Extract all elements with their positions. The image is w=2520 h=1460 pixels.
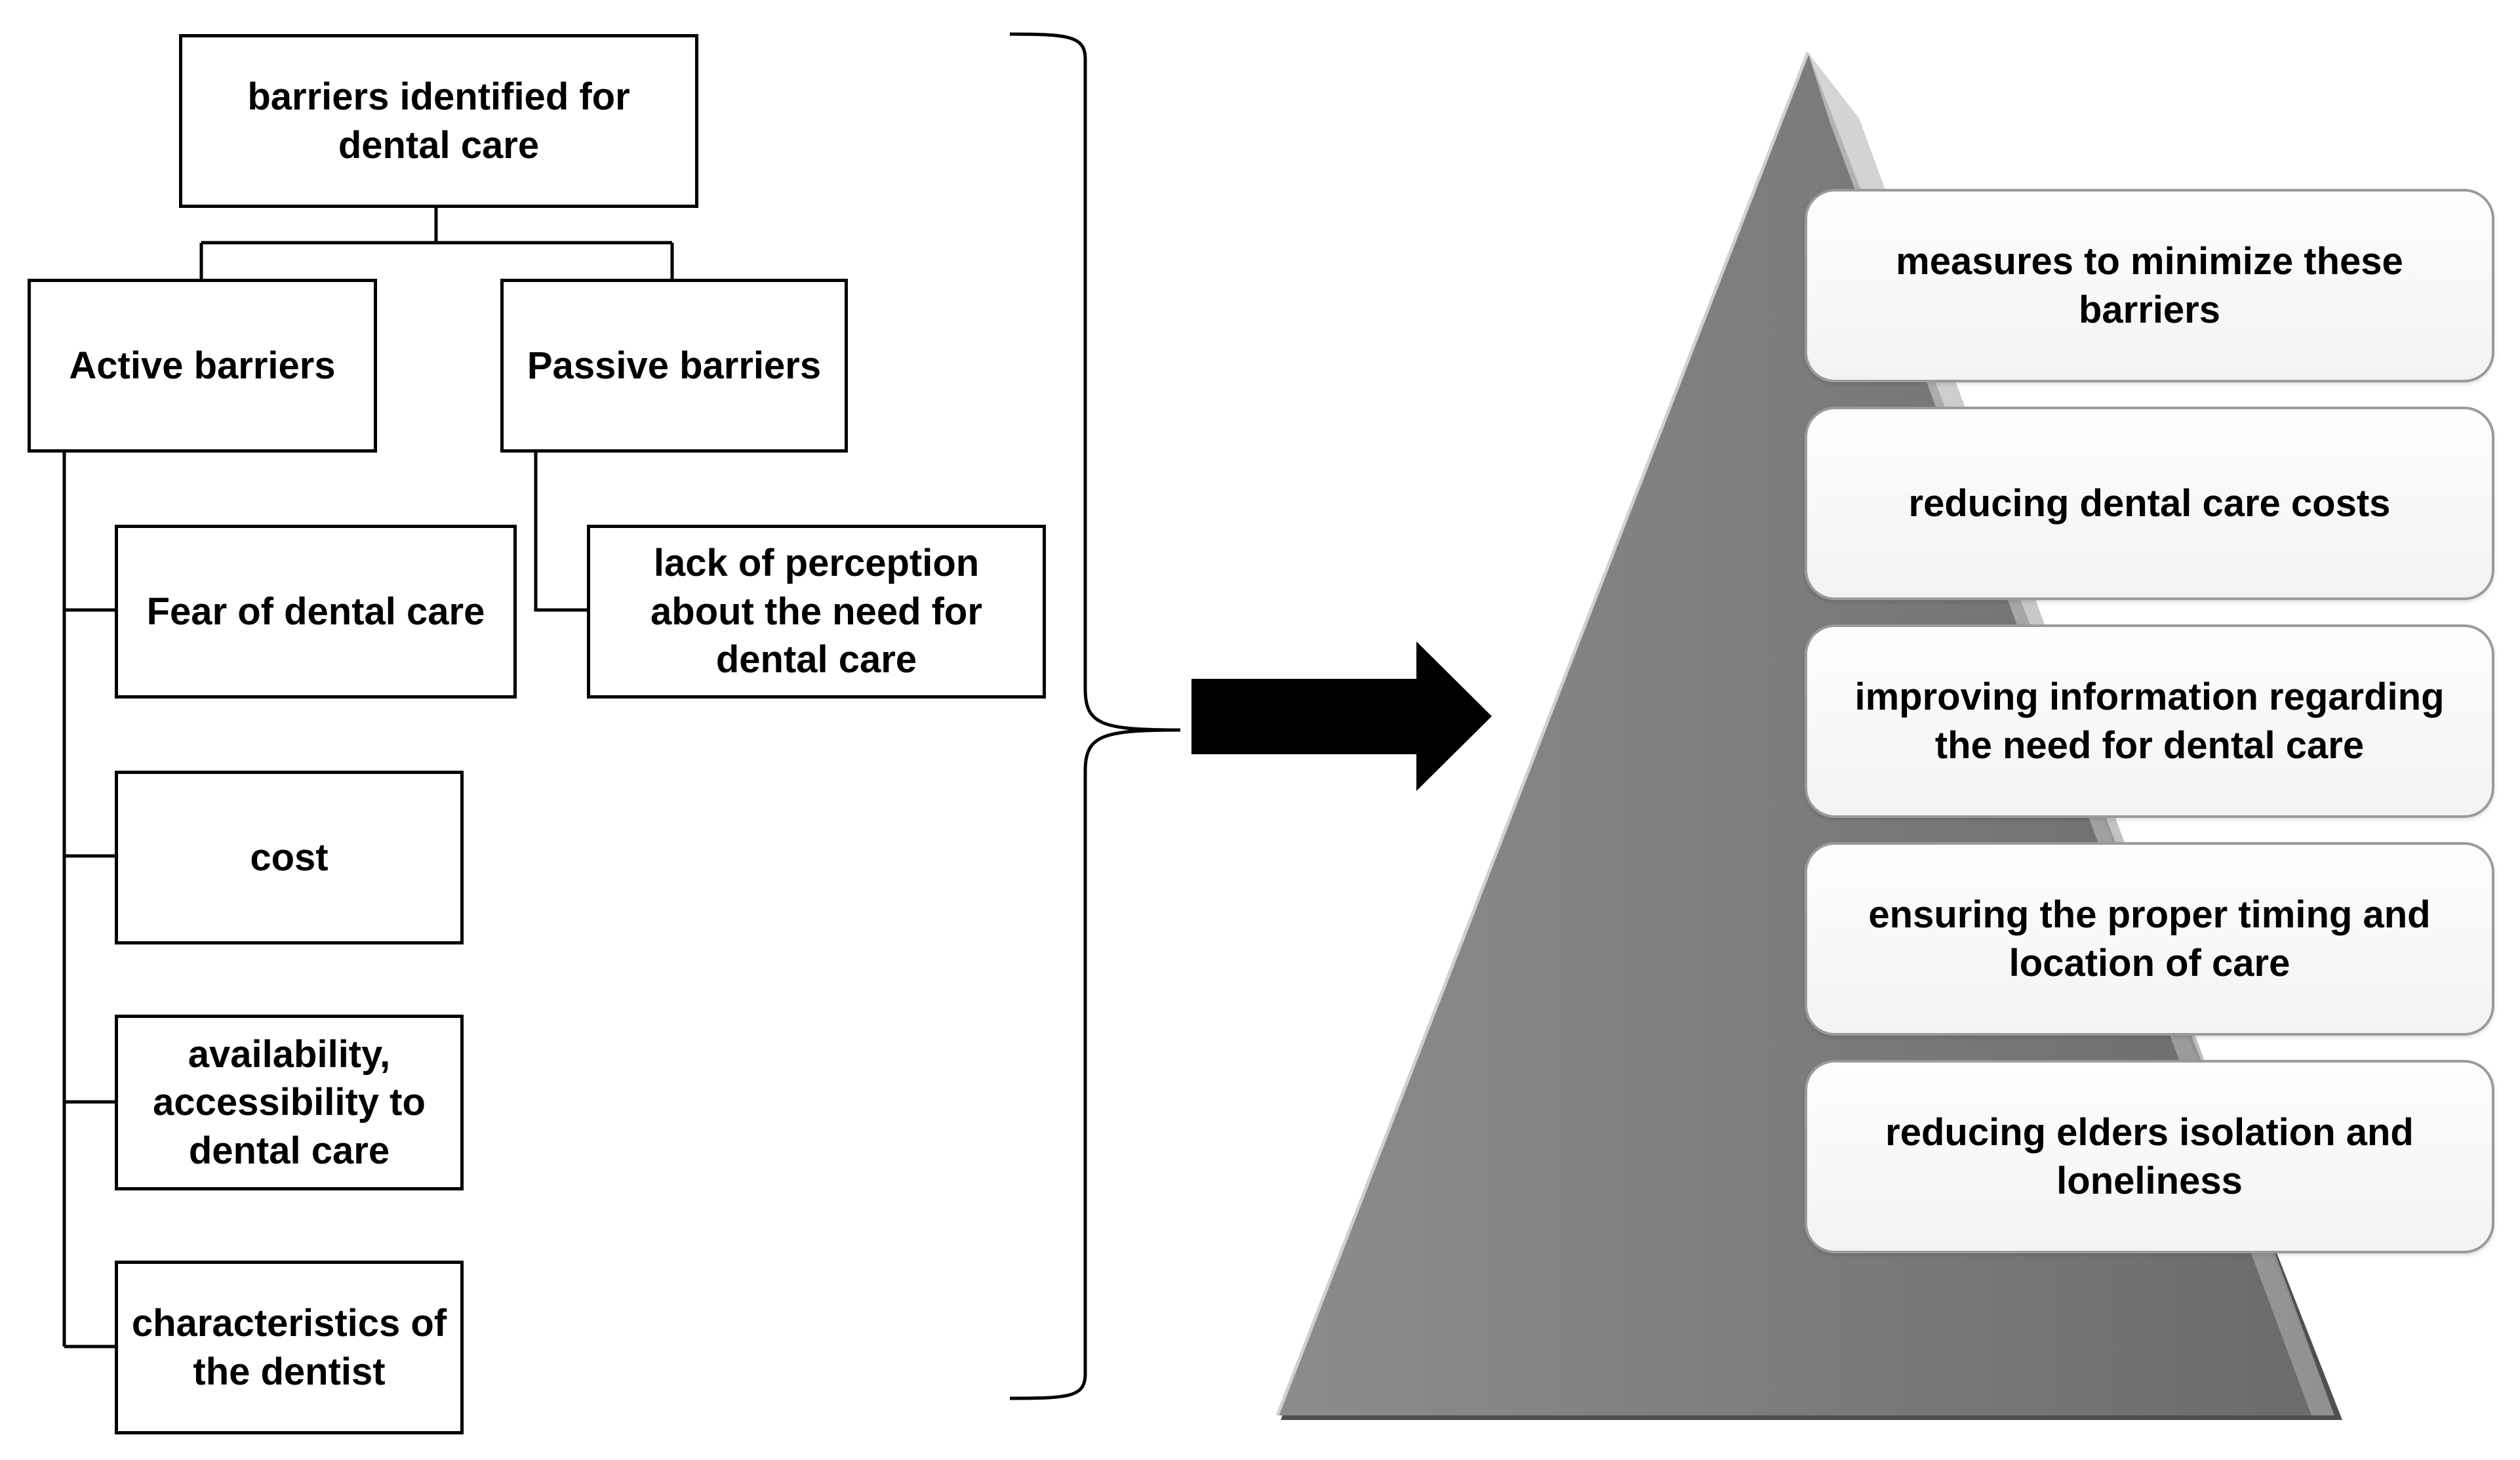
arrow-right-icon	[1191, 641, 1492, 791]
active-barrier-dentist: characteristics of the dentist	[115, 1261, 464, 1434]
pyramid-step-information: improving information regarding the need…	[1805, 624, 2494, 818]
pyramid-step-measures: measures to minimize these barriers	[1805, 189, 2494, 382]
root-node: barriers identified for dental care	[179, 34, 698, 208]
tree-connectors	[62, 208, 674, 1348]
pyramid-left-edge	[1275, 52, 1810, 1416]
root-connector	[199, 208, 674, 279]
curly-brace	[1009, 32, 1181, 1400]
active-barrier-fear: Fear of dental care	[115, 525, 517, 699]
passive-barrier-perception: lack of perception about the need for de…	[587, 525, 1046, 699]
active-barrier-cost: cost	[115, 771, 464, 944]
pyramid-step-timing: ensuring the proper timing and location …	[1805, 842, 2494, 1036]
active-barrier-availability: availability, accessibility to dental ca…	[115, 1015, 464, 1190]
active-barriers-node: Active barriers	[28, 279, 377, 453]
active-branch-connector	[62, 453, 116, 1348]
pyramid-step-costs: reducing dental care costs	[1805, 407, 2494, 600]
passive-barriers-node: Passive barriers	[500, 279, 848, 453]
passive-branch-connector	[534, 453, 589, 612]
pyramid-step-isolation: reducing elders isolation and loneliness	[1805, 1060, 2494, 1253]
